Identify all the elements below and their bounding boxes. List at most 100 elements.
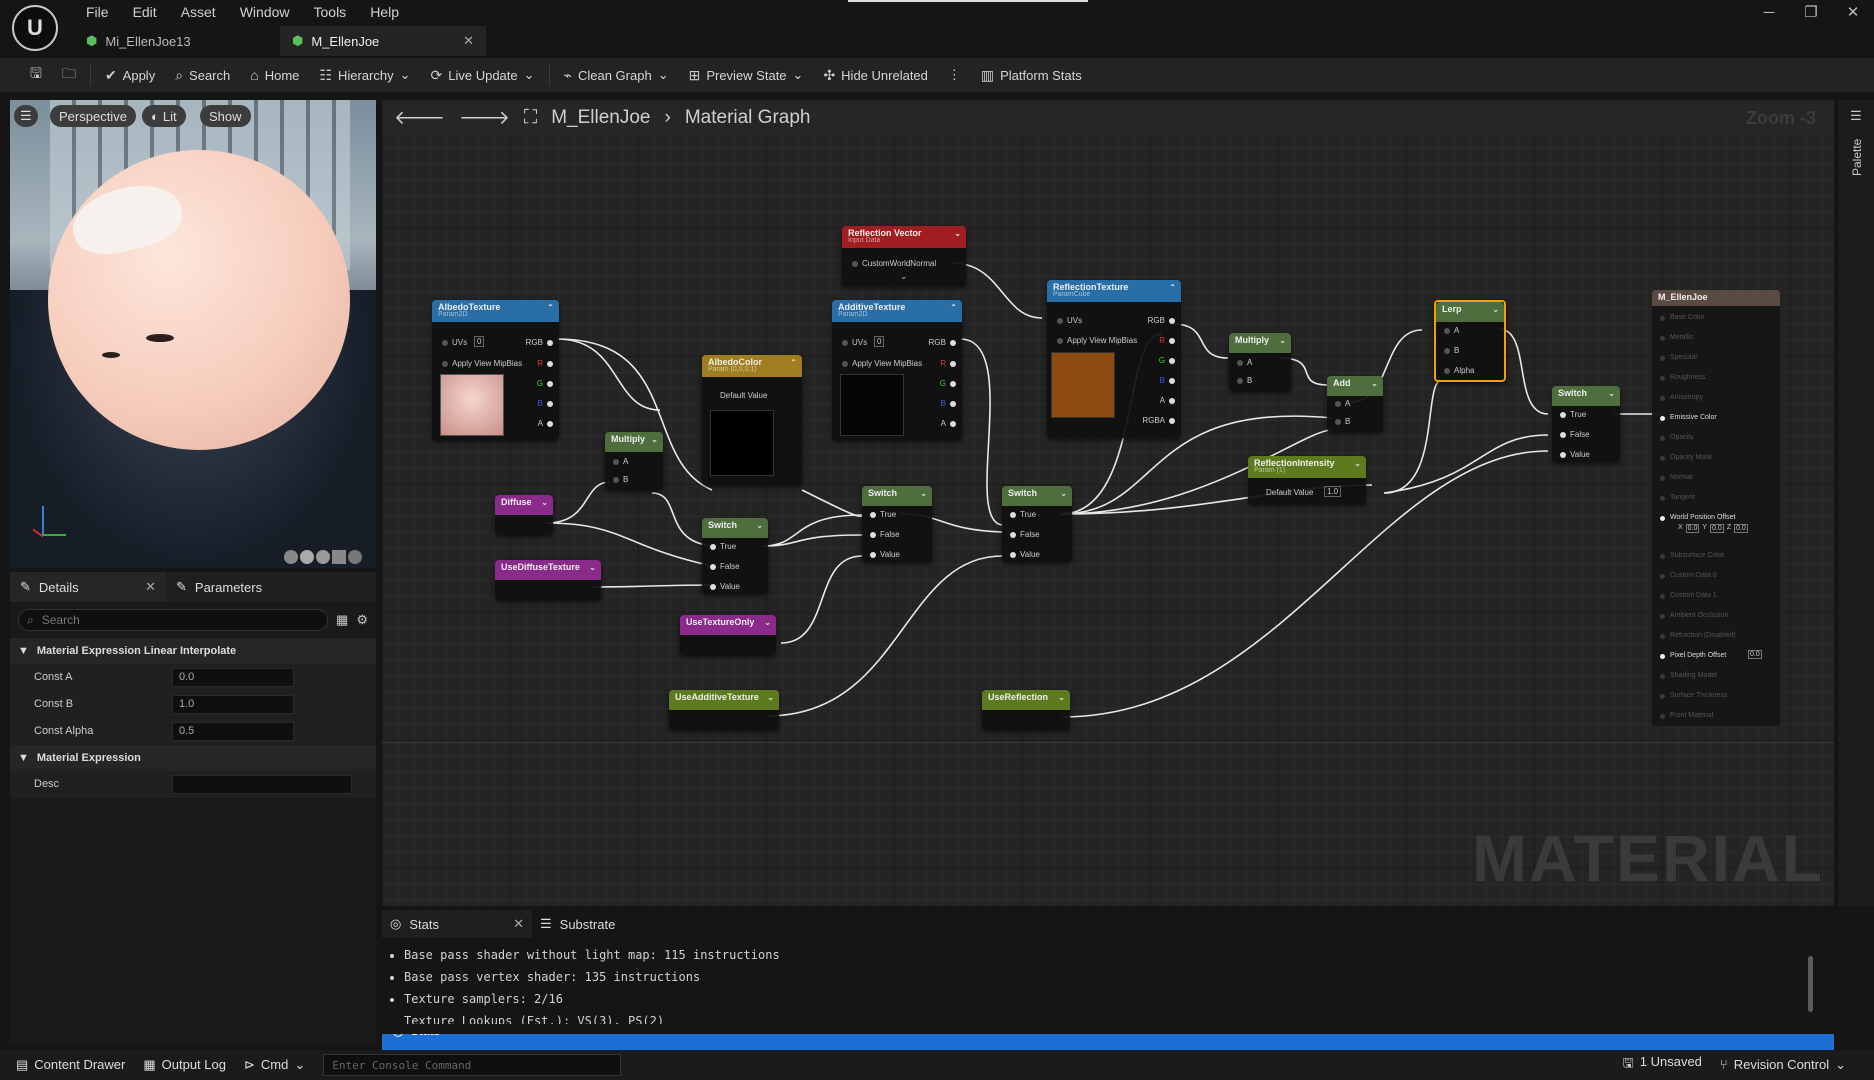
close-panel-icon[interactable]: ✕ xyxy=(145,579,156,594)
pin-metallic[interactable]: Metallic xyxy=(1660,334,1694,341)
pin-true[interactable]: True xyxy=(869,510,897,519)
pin-uvs[interactable]: UVs xyxy=(1056,316,1083,325)
pin-normal[interactable]: Normal xyxy=(1660,474,1693,481)
tab-substrate[interactable]: ☰ Substrate xyxy=(532,910,623,938)
node-switch[interactable]: Switch⌄ True False Value xyxy=(862,486,932,562)
pin-ambient-occlusion[interactable]: Ambient Occlusion xyxy=(1659,612,1729,619)
pin-value[interactable]: Value xyxy=(1010,550,1040,559)
pin-b[interactable]: B xyxy=(612,475,629,484)
cube-icon[interactable] xyxy=(332,550,346,564)
pin-rgb[interactable]: RGB xyxy=(525,338,554,347)
pin-opacity-mask[interactable]: Opacity Mask xyxy=(1659,454,1713,461)
close-window-icon[interactable]: ✕ xyxy=(1846,4,1860,21)
pin-tangent[interactable]: Tangent xyxy=(1660,494,1695,501)
pin-a[interactable]: A xyxy=(612,457,629,466)
apply-button[interactable]: ✔Apply xyxy=(95,61,165,89)
console-input[interactable]: Enter Console Command xyxy=(323,1054,622,1076)
pin-uvs[interactable]: UVs xyxy=(841,338,868,347)
pin-b[interactable]: B xyxy=(940,399,958,408)
pin-r[interactable]: R xyxy=(537,359,553,368)
stats-scrollbar[interactable] xyxy=(1808,956,1813,1012)
pin-rgb[interactable]: RGB xyxy=(928,338,957,347)
pin-pixel-depth-offset[interactable]: Pixel Depth Offset xyxy=(1659,652,1727,659)
more-options-button[interactable]: ⋮ xyxy=(938,61,971,89)
pin-base-color[interactable]: Base Color xyxy=(1660,314,1705,321)
menu-asset[interactable]: Asset xyxy=(180,4,216,20)
node-switch[interactable]: Switch⌄ True False Value xyxy=(702,518,768,594)
pin-true[interactable]: True xyxy=(1009,510,1037,519)
details-search-input[interactable]: ⌕ Search xyxy=(18,609,329,631)
show-button[interactable]: Show xyxy=(200,105,251,127)
settings-icon[interactable]: ⚙ xyxy=(356,612,368,627)
revision-control-button[interactable]: ⑂Revision Control⌄ xyxy=(1720,1057,1846,1073)
pin-front-material[interactable]: Front Material xyxy=(1659,712,1714,719)
pin-a[interactable]: A xyxy=(1236,358,1253,367)
breadcrumb-asset[interactable]: M_EllenJoe xyxy=(551,107,651,128)
menu-file[interactable]: File xyxy=(86,4,109,20)
tab-details[interactable]: ✎ Details ✕ xyxy=(10,572,166,602)
uvs-value[interactable]: 0 xyxy=(874,336,885,347)
breadcrumb-graph[interactable]: Material Graph xyxy=(684,107,811,128)
unsaved-button[interactable]: 🖫1 Unsaved xyxy=(1623,1054,1702,1076)
palette-sidebar[interactable]: ☰ Palette xyxy=(1838,100,1874,906)
pin-specular[interactable]: Specular xyxy=(1660,354,1698,361)
pin-b[interactable]: B xyxy=(1334,417,1351,426)
cmd-dropdown[interactable]: ⊳Cmd⌄ xyxy=(244,1057,305,1073)
menu-edit[interactable]: Edit xyxy=(132,4,157,20)
plane-icon[interactable] xyxy=(316,550,330,564)
material-graph-canvas[interactable]: 🡐 🡒 ⛶ M_EllenJoe › Material Graph Zoom -… xyxy=(382,100,1834,906)
pin-value[interactable]: Value xyxy=(870,550,900,559)
node-diffuse[interactable]: Diffuse⌄ xyxy=(495,495,553,535)
hide-unrelated-button[interactable]: ✣Hide Unrelated xyxy=(813,61,937,89)
pin-b[interactable]: B xyxy=(1443,346,1460,355)
node-use-additive-texture[interactable]: UseAdditiveTexture⌄ xyxy=(669,690,779,730)
pin-alpha[interactable]: Alpha xyxy=(1443,366,1475,375)
unreal-logo-icon[interactable]: U xyxy=(12,5,58,51)
pin-a[interactable]: A xyxy=(1159,396,1177,405)
hierarchy-button[interactable]: ☷Hierarchy⌄ xyxy=(309,61,420,89)
color-swatch[interactable] xyxy=(710,410,774,476)
browse-button[interactable]: 🗀 xyxy=(52,61,86,89)
pin-custom-data-1[interactable]: Custom Data 1 xyxy=(1660,592,1717,599)
pin-false[interactable]: False xyxy=(870,530,900,539)
desc-input[interactable] xyxy=(172,774,352,794)
menu-window[interactable]: Window xyxy=(239,4,290,20)
menu-tools[interactable]: Tools xyxy=(313,4,347,20)
pin-g[interactable]: G xyxy=(1158,356,1176,365)
section-lerp[interactable]: ▼Material Expression Linear Interpolate xyxy=(10,638,376,664)
pin-b[interactable]: B xyxy=(537,399,555,408)
content-drawer-button[interactable]: ▤Content Drawer xyxy=(16,1057,125,1073)
pin-a[interactable]: A xyxy=(1334,399,1351,408)
pin-refraction[interactable]: Refraction (Disabled) xyxy=(1660,632,1736,639)
menu-help[interactable]: Help xyxy=(370,4,399,20)
live-update-button[interactable]: ⟳Live Update⌄ xyxy=(421,61,545,89)
preview-state-button[interactable]: ⊞Preview State⌄ xyxy=(679,61,814,89)
pin-world-position-offset[interactable]: World Position Offset xyxy=(1660,514,1736,521)
sphere-icon[interactable] xyxy=(300,550,314,564)
section-material-expression[interactable]: ▼Material Expression xyxy=(10,745,376,771)
pin-b[interactable]: B xyxy=(1159,376,1177,385)
default-value-input[interactable]: 1.0 xyxy=(1324,486,1342,497)
pin-r[interactable]: R xyxy=(1159,336,1175,345)
home-button[interactable]: ⌂Home xyxy=(240,61,309,89)
pin-false[interactable]: False xyxy=(710,562,740,571)
pin-value[interactable]: Value xyxy=(710,582,740,591)
pin-true[interactable]: True xyxy=(709,542,737,551)
pin-b[interactable]: B xyxy=(1236,376,1253,385)
node-add[interactable]: Add⌄ A B xyxy=(1327,376,1383,432)
node-use-diffuse-texture[interactable]: UseDiffuseTexture⌄ xyxy=(495,560,601,600)
pin-false[interactable]: False xyxy=(1010,530,1040,539)
pin-subsurface-color[interactable]: Subsurface Color xyxy=(1659,552,1725,559)
wpo-y-input[interactable]: 0.0 xyxy=(1710,524,1724,533)
pin-a[interactable]: A xyxy=(1443,326,1460,335)
preview-viewport[interactable]: ☰ Perspective ◐Lit Show xyxy=(10,100,376,568)
pin-a[interactable]: A xyxy=(940,419,958,428)
output-log-button[interactable]: ▦Output Log xyxy=(143,1057,226,1073)
palette-menu-icon[interactable]: ☰ xyxy=(1850,108,1862,123)
pin-custom-world-normal[interactable]: CustomWorldNormal xyxy=(851,259,937,268)
pin-value[interactable]: Value xyxy=(1560,450,1590,459)
node-multiply[interactable]: Multiply⌄ A B xyxy=(605,432,663,490)
const-b-input[interactable]: 1.0 xyxy=(172,694,294,714)
